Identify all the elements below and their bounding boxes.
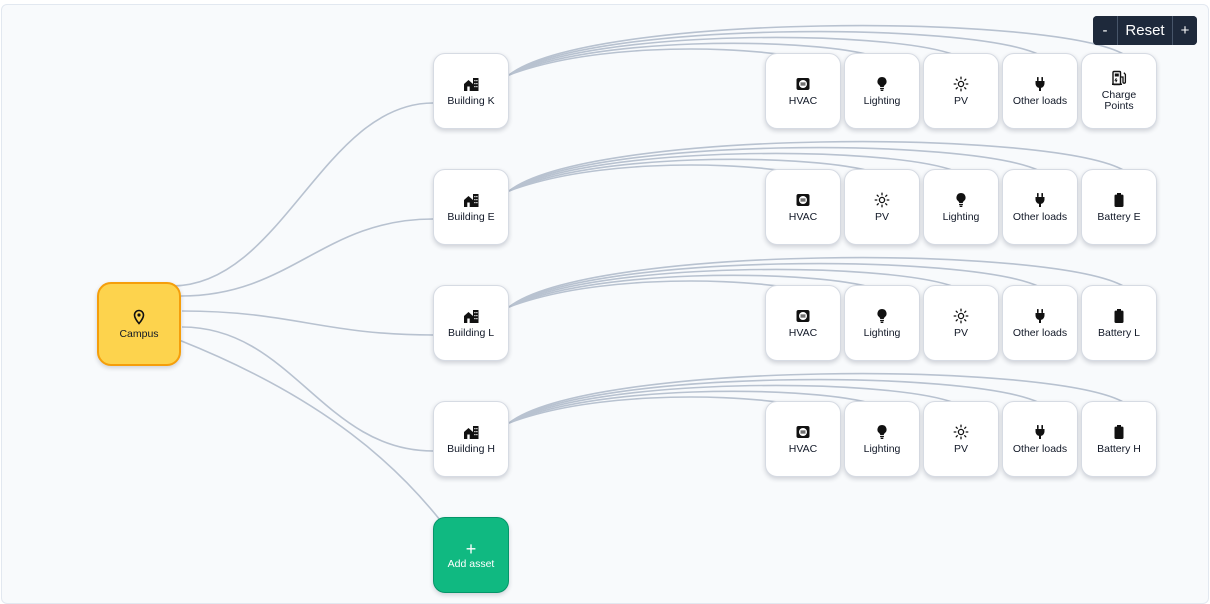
asset-node[interactable]: Lighting	[844, 53, 920, 129]
node-label: Other loads	[1012, 442, 1068, 455]
asset-node[interactable]: HVAC	[765, 401, 841, 477]
sun-icon	[953, 424, 969, 439]
building-icon	[464, 425, 479, 439]
zoom-controls: - Reset +	[1093, 16, 1197, 45]
asset-node[interactable]: Battery L	[1081, 285, 1157, 361]
asset-node[interactable]: HVAC	[765, 53, 841, 129]
asset-node[interactable]: Charge Points	[1081, 53, 1157, 129]
asset-node[interactable]: Other loads	[1002, 169, 1078, 245]
divider	[1172, 16, 1173, 45]
plug-icon	[1035, 192, 1045, 207]
node-label: HVAC	[788, 326, 818, 339]
node-label: Lighting	[863, 94, 901, 107]
hvac-icon	[796, 425, 810, 438]
hvac-icon	[796, 309, 810, 322]
node-label: Add asset	[447, 557, 495, 570]
asset-node[interactable]: PV	[923, 53, 999, 129]
sun-icon	[953, 308, 969, 323]
asset-node[interactable]: Lighting	[844, 285, 920, 361]
lightbulb-icon	[877, 424, 887, 439]
hvac-icon	[796, 193, 810, 206]
asset-node[interactable]: Other loads	[1002, 401, 1078, 477]
building-icon	[464, 309, 479, 323]
lightbulb-icon	[956, 192, 966, 207]
plug-icon	[1035, 424, 1045, 439]
asset-node[interactable]: PV	[923, 401, 999, 477]
node-label: Battery H	[1097, 442, 1141, 455]
hvac-icon	[796, 77, 810, 90]
node-label: PV	[874, 210, 889, 223]
campus-node[interactable]: Campus	[97, 282, 181, 366]
divider	[1117, 16, 1118, 45]
reset-button[interactable]: Reset	[1118, 16, 1172, 45]
lightbulb-icon	[877, 308, 887, 323]
node-label: Building E	[447, 210, 495, 223]
building-node[interactable]: Building E	[433, 169, 509, 245]
node-label: Campus	[119, 327, 159, 340]
asset-node[interactable]: PV	[844, 169, 920, 245]
battery-icon	[1114, 308, 1124, 323]
battery-icon	[1114, 424, 1124, 439]
building-node[interactable]: Building L	[433, 285, 509, 361]
node-label: HVAC	[788, 442, 818, 455]
sun-icon	[874, 192, 890, 207]
asset-node[interactable]: Battery E	[1081, 169, 1157, 245]
lightbulb-icon	[877, 76, 887, 91]
node-label: Charge Points	[1101, 89, 1137, 112]
building-icon	[464, 77, 479, 91]
node-label: HVAC	[788, 94, 818, 107]
node-label: PV	[953, 94, 968, 107]
building-icon	[464, 193, 479, 207]
asset-node[interactable]: HVAC	[765, 169, 841, 245]
asset-node[interactable]: Lighting	[923, 169, 999, 245]
asset-node[interactable]: Lighting	[844, 401, 920, 477]
plug-icon	[1035, 308, 1045, 323]
zoom-in-button[interactable]: +	[1173, 16, 1197, 45]
zoom-out-button[interactable]: -	[1093, 16, 1117, 45]
node-label: Other loads	[1012, 94, 1068, 107]
charge-point-icon	[1112, 70, 1127, 86]
node-label: PV	[953, 326, 968, 339]
node-label: Building H	[447, 442, 495, 455]
building-node[interactable]: Building K	[433, 53, 509, 129]
node-label: Building K	[447, 94, 495, 107]
asset-node[interactable]: Other loads	[1002, 285, 1078, 361]
add-asset-button[interactable]: +Add asset	[433, 517, 509, 593]
asset-node[interactable]: Battery H	[1081, 401, 1157, 477]
node-label: Lighting	[863, 442, 901, 455]
map-pin-icon	[133, 309, 145, 325]
node-label: Building L	[447, 326, 495, 339]
node-label: HVAC	[788, 210, 818, 223]
node-label: Other loads	[1012, 210, 1068, 223]
asset-node[interactable]: HVAC	[765, 285, 841, 361]
node-label: Lighting	[942, 210, 980, 223]
asset-node[interactable]: Other loads	[1002, 53, 1078, 129]
plus-icon: +	[465, 538, 477, 559]
battery-icon	[1114, 192, 1124, 207]
node-label: Battery E	[1097, 210, 1141, 223]
node-label: Lighting	[863, 326, 901, 339]
node-label: PV	[953, 442, 968, 455]
plug-icon	[1035, 76, 1045, 91]
asset-node[interactable]: PV	[923, 285, 999, 361]
node-label: Other loads	[1012, 326, 1068, 339]
sun-icon	[953, 76, 969, 91]
building-node[interactable]: Building H	[433, 401, 509, 477]
node-label: Battery L	[1097, 326, 1141, 339]
